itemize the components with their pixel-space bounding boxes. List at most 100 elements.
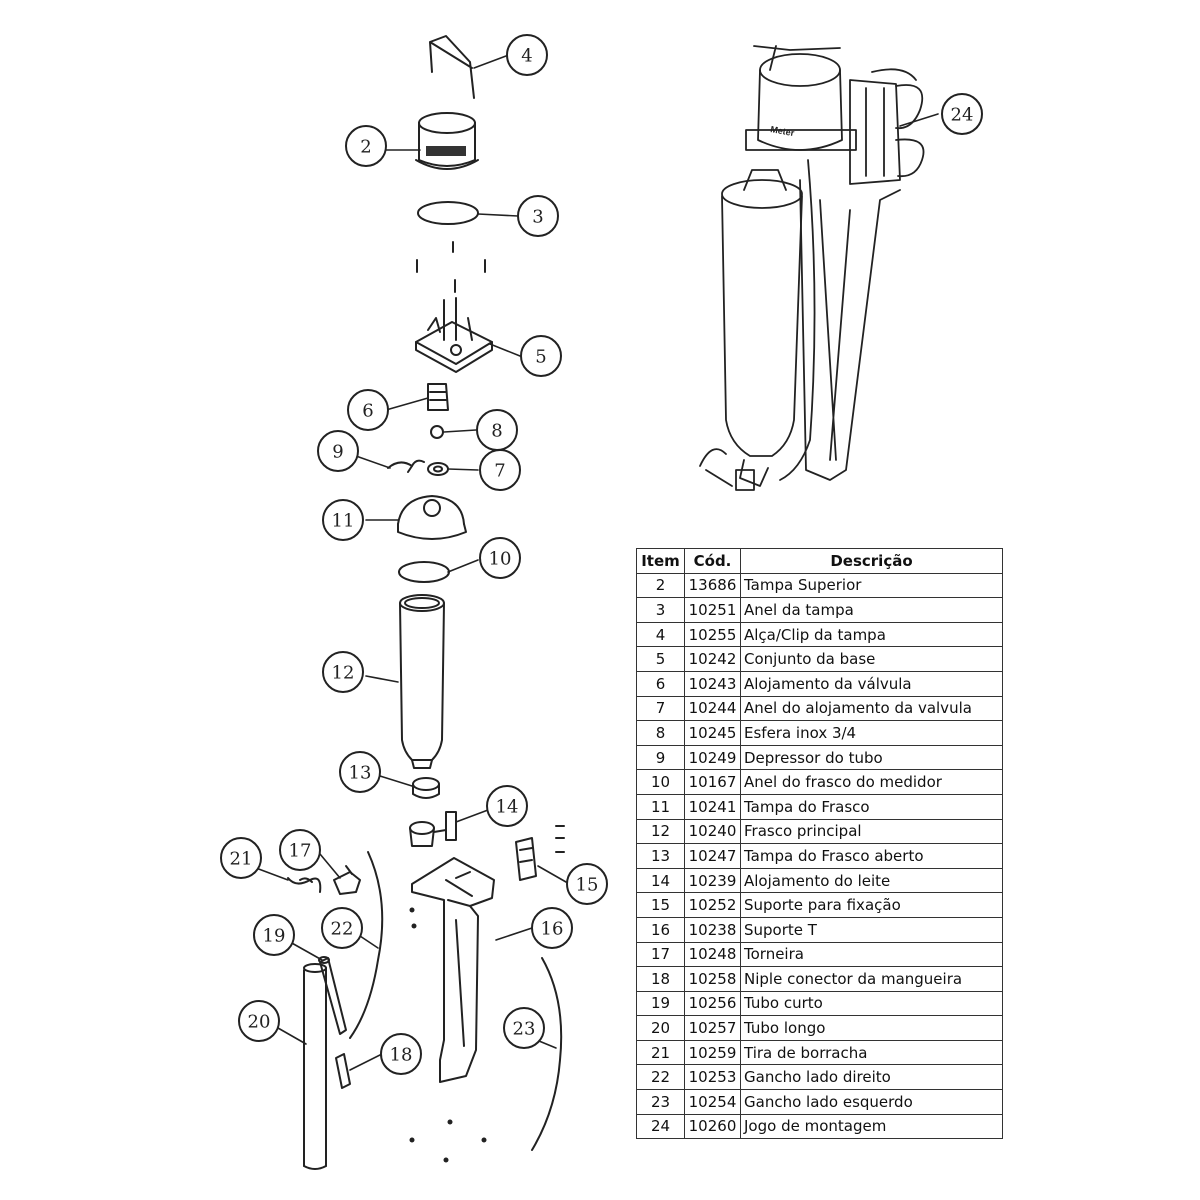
part-short-tube [318,956,347,1035]
part-milk-housing [409,811,457,847]
callout-number: 21 [230,849,253,870]
callout-13: 13 [339,751,381,793]
callout-number: 13 [349,763,372,784]
callout-11: 11 [322,499,364,541]
description-cell: Tubo longo [740,1015,1003,1041]
callout-number: 20 [248,1012,271,1033]
code-cell: 10244 [684,695,741,722]
item-cell: 5 [636,646,685,672]
part-mount-bracket [515,825,565,881]
item-cell: 23 [636,1089,685,1115]
callout-20: 20 [238,1000,280,1042]
item-cell: 15 [636,892,685,918]
callout-5: 5 [520,335,562,377]
code-cell: 10255 [684,621,741,648]
callout-circle [941,93,983,135]
callout-number: 2 [360,137,371,158]
part-open-bottle-cap [412,777,440,799]
part-screws-top [416,241,486,293]
part-screws-bottom [409,907,487,1163]
item-cell: 20 [636,1015,685,1041]
callout-number: 9 [332,442,343,463]
callout-number: 8 [491,421,502,442]
callout-23: 23 [503,1007,545,1049]
code-cell: 10253 [684,1064,741,1091]
part-clip [429,35,475,99]
part-bottle-ring [398,561,450,583]
callout-circle [220,837,262,879]
callout-number: 4 [521,46,532,67]
part-tap [333,865,361,895]
callout-circle [380,1033,422,1075]
description-cell: Tampa do Frasco [740,793,1003,820]
callout-14: 14 [486,785,528,827]
callout-number: 6 [362,401,373,422]
callout-number: 12 [332,663,355,684]
item-cell: 10 [636,769,685,795]
callout-circle [238,1000,280,1042]
callout-number: 23 [513,1019,536,1040]
callout-circle [322,499,364,541]
callout-circle [479,537,521,579]
description-cell: Jogo de montagem [740,1113,1003,1140]
code-cell: 10256 [684,990,741,1017]
callout-19: 19 [253,914,295,956]
code-cell: 13686 [684,572,741,599]
header-desc: Descrição [740,548,1003,574]
code-cell: 10242 [684,646,741,672]
code-cell: 10249 [684,744,741,771]
callout-circle [520,335,562,377]
callout-21: 21 [220,837,262,879]
description-cell: Esfera inox 3/4 [740,720,1003,746]
callout-number: 3 [532,207,543,228]
item-cell: 16 [636,916,685,943]
callout-9: 9 [317,430,359,472]
item-cell: 4 [636,621,685,648]
callout-circle [476,409,518,451]
callout-number: 24 [951,105,974,126]
code-cell: 10245 [684,720,741,746]
code-cell: 10252 [684,892,741,918]
item-cell: 13 [636,843,685,869]
code-cell: 10238 [684,916,741,943]
description-cell: Tampa Superior [740,572,1003,599]
callout-number: 22 [331,919,354,940]
header-cod: Cód. [684,548,741,574]
header-item: Item [636,548,685,574]
code-cell: 10251 [684,597,741,623]
callout-number: 19 [263,926,286,947]
description-cell: Torneira [740,941,1003,968]
part-t-support [411,857,495,1083]
description-cell: Niple conector da mangueira [740,966,1003,992]
item-cell: 11 [636,793,685,820]
description-cell: Tubo curto [740,990,1003,1017]
description-cell: Alojamento da válvula [740,670,1003,697]
callout-circle [317,430,359,472]
callout-10: 10 [479,537,521,579]
callout-number: 17 [289,841,312,862]
description-cell: Frasco principal [740,818,1003,845]
part-hose-nipple [335,1053,351,1089]
description-cell: Suporte T [740,916,1003,943]
item-cell: 7 [636,695,685,722]
callout-circle [503,1007,545,1049]
callout-3: 3 [517,195,559,237]
callout-2: 2 [345,125,387,167]
code-cell: 10241 [684,793,741,820]
product-label: Meter [770,124,796,138]
callout-number: 14 [496,797,519,818]
description-cell: Conjunto da base [740,646,1003,672]
part-long-tube [303,963,327,1170]
